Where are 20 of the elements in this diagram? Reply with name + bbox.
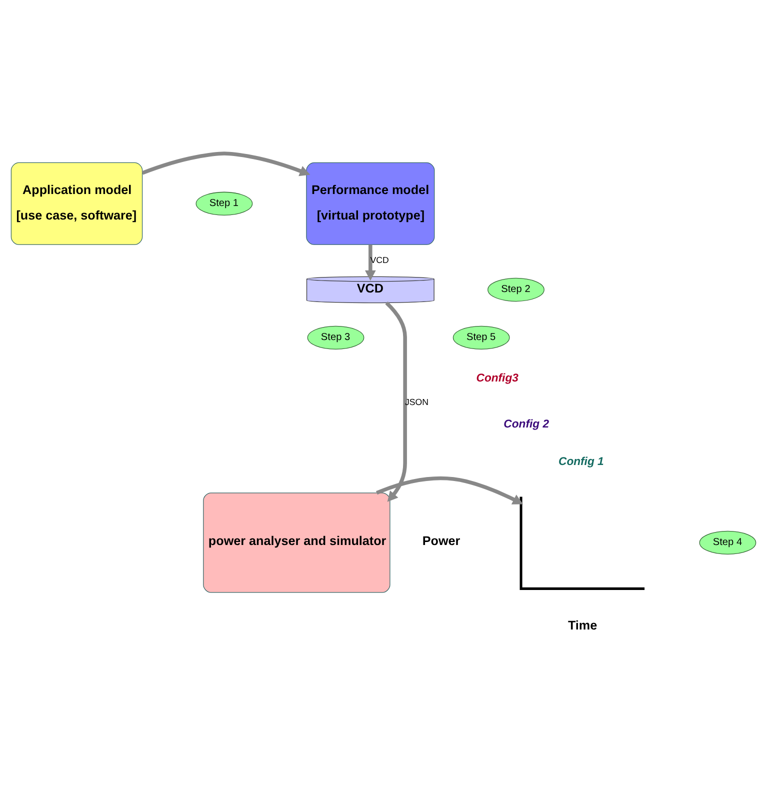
arrow bbox=[364, 244, 376, 280]
edge-label: JSON bbox=[404, 396, 428, 406]
label: Time bbox=[568, 618, 598, 632]
arrow bbox=[142, 151, 310, 176]
arrow bbox=[376, 476, 524, 504]
node-picture bbox=[520, 496, 645, 590]
node-ellipse: Step 3 bbox=[307, 325, 364, 349]
legend-label: Config 1 bbox=[558, 455, 604, 468]
node-ellipse: Step 5 bbox=[452, 325, 510, 349]
node-ellipse: Step 2 bbox=[488, 277, 544, 302]
node-ellipse: Step 4 bbox=[699, 530, 756, 554]
label: Power bbox=[422, 534, 460, 548]
node-box: power analyser and simulator bbox=[203, 492, 390, 592]
node-box: Application model [use case, software] bbox=[10, 162, 143, 244]
node-box: Performance model [virtual prototype] bbox=[306, 162, 435, 244]
legend-label: Config3 bbox=[476, 372, 518, 384]
legend-label: Config 2 bbox=[504, 418, 550, 430]
arrow bbox=[385, 300, 407, 502]
edge-label: VCD bbox=[370, 254, 389, 265]
node-ellipse: Step 1 bbox=[196, 191, 253, 215]
